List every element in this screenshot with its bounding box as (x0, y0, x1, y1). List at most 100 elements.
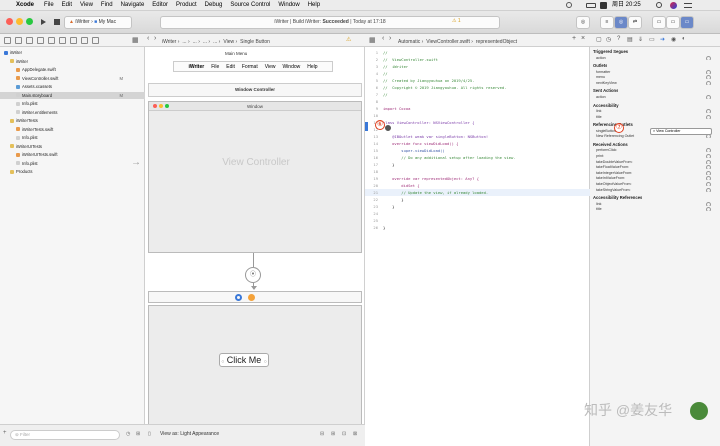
connection-circle-icon[interactable] (706, 182, 711, 186)
code-line[interactable]: 5// Created by Jiangyouhua on 2019/4/25. (365, 77, 590, 84)
connection-circle-icon[interactable] (706, 207, 711, 212)
connection-circle-icon[interactable] (706, 114, 711, 119)
document-outline-icon[interactable]: ▯ (148, 431, 151, 437)
connection-circle-icon[interactable] (706, 69, 711, 74)
toggle-debug-area-button[interactable]: ▭ (666, 16, 680, 29)
canvas-menu-item[interactable]: Window (282, 63, 301, 70)
effects-inspector-icon[interactable]: ◐ (682, 36, 686, 42)
breadcrumb-item[interactable]: ViewController.swift › (426, 39, 473, 45)
connection-circle-icon[interactable] (706, 159, 711, 164)
size-inspector-icon[interactable]: ▭ (649, 37, 655, 43)
standard-editor-button[interactable]: ≡ (600, 16, 614, 29)
run-button[interactable] (41, 19, 46, 25)
menu-item[interactable]: Editor (152, 2, 168, 8)
code-line[interactable]: 8 (365, 98, 590, 105)
code-line[interactable]: 6// Copyright © 2019 Jiangyouhua. All ri… (365, 84, 590, 91)
menu-item[interactable]: Help (307, 2, 321, 8)
canvas-menu-item[interactable]: Format (241, 63, 258, 70)
menu-item[interactable]: View (80, 2, 93, 8)
toggle-navigator-button[interactable]: ▭ (652, 16, 666, 29)
inspector-row[interactable]: takeIntegerValueFrom: (596, 170, 716, 175)
code-line[interactable]: 13 @IBOutlet weak var singleButton: NSBu… (365, 133, 590, 140)
inspector-row[interactable]: takeFloatValueFrom: (596, 165, 716, 170)
code-line[interactable]: 15 super.viewDidLoad() (365, 147, 590, 154)
forward-button[interactable]: › (389, 35, 392, 42)
first-responder-icon[interactable] (248, 294, 255, 301)
inspector-row[interactable]: performClick: (596, 148, 716, 153)
wifi-icon[interactable] (566, 2, 572, 8)
code-line[interactable]: 23 } (365, 203, 590, 210)
code-line[interactable]: 20 didSet { (365, 182, 590, 189)
breadcrumb-item[interactable]: ... › (202, 39, 211, 45)
project-navigator-icon[interactable] (4, 37, 11, 44)
back-button[interactable]: ‹ (147, 35, 150, 42)
connection-circle-icon[interactable] (706, 80, 711, 85)
window-scene[interactable]: Window View Controller (148, 101, 362, 253)
grid-icon[interactable]: ▦ (369, 37, 376, 44)
canvas-menu-item[interactable]: View (264, 63, 276, 70)
connection-circle-icon[interactable] (706, 154, 711, 158)
add-file-icon[interactable]: + (3, 430, 7, 436)
connection-circle-icon[interactable] (706, 55, 711, 60)
inspector-row[interactable]: takeStringValueFrom: (596, 187, 716, 192)
file-tree-item[interactable]: iWriterUITests.swift (0, 151, 145, 158)
file-inspector-icon[interactable]: ▢ (596, 37, 602, 43)
stop-button[interactable] (54, 19, 60, 25)
connections-inspector-icon[interactable]: ➜ (660, 37, 666, 43)
code-line[interactable]: 3// iWriter (365, 63, 590, 70)
code-line[interactable]: 12 (365, 126, 590, 133)
menu-item[interactable]: Find (100, 2, 113, 8)
code-line[interactable]: 24 (365, 210, 590, 217)
code-line[interactable]: 1// (365, 49, 590, 56)
view-controller-icon[interactable] (235, 294, 242, 301)
inspector-row[interactable]: action (596, 94, 716, 99)
file-tree-item[interactable]: iWriterUITests (0, 143, 145, 150)
file-tree-item[interactable]: AppDelegate.swift (0, 66, 145, 73)
connection-target-pill[interactable]: × View Controller (650, 128, 712, 135)
view-controller-view[interactable]: ○ Click Me ○ (148, 305, 362, 433)
source-control-filter-icon[interactable]: ⊞ (136, 431, 141, 437)
update-frames-icon[interactable]: ⊟ (320, 431, 325, 437)
inspector-row[interactable]: link (596, 109, 716, 113)
inspector-row[interactable]: nextKeyView (596, 80, 716, 85)
connection-circle-icon[interactable] (706, 94, 711, 99)
align-icon[interactable]: ⊞ (331, 431, 336, 437)
siri-icon[interactable] (670, 2, 677, 9)
window-controller-scene[interactable]: Window Controller (148, 83, 362, 97)
view-as-appearance[interactable]: View as: Light Appearance (160, 431, 220, 437)
window-minimize-button[interactable] (16, 18, 23, 25)
toggle-inspector-button[interactable]: ▭ (680, 16, 694, 29)
breadcrumb-item[interactable]: representedObject (475, 39, 518, 45)
code-line[interactable]: 17 } (365, 161, 590, 168)
code-line[interactable]: 11class ViewController: NSViewController… (365, 119, 590, 126)
close-editor-icon[interactable]: × (581, 35, 586, 42)
relationship-segue-icon[interactable]: ⦿ (245, 267, 261, 283)
pin-icon[interactable]: ⊡ (342, 431, 347, 437)
canvas-warning-icon[interactable]: ⚠ (346, 37, 352, 43)
breadcrumb-item[interactable]: ... › (192, 39, 200, 45)
input-method-icon[interactable] (600, 2, 607, 9)
recent-files-icon[interactable]: ◷ (126, 431, 131, 437)
menu-item[interactable]: Source Control (230, 2, 271, 8)
inspector-row[interactable]: title (596, 207, 716, 212)
inspector-row[interactable]: action (596, 55, 716, 60)
bindings-inspector-icon[interactable]: ◉ (671, 37, 677, 43)
find-navigator-icon[interactable] (37, 37, 44, 44)
file-tree-item[interactable]: Assets.xcassets (0, 83, 145, 90)
code-line[interactable]: 21 // Update the view, if already loaded… (365, 189, 590, 196)
inspector-row[interactable]: title (596, 114, 716, 119)
canvas-menu-item[interactable]: iWriter (188, 63, 205, 70)
file-tree-item[interactable]: iWriterTests.swift (0, 126, 145, 133)
add-editor-icon[interactable]: + (572, 35, 577, 42)
attributes-inspector-icon[interactable]: ⇓ (638, 37, 644, 43)
menu-item[interactable]: Window (278, 2, 300, 8)
click-me-button[interactable]: ○ Click Me ○ (219, 353, 269, 367)
inspector-row[interactable]: takeDoubleValueFrom: (596, 159, 716, 164)
grid-icon[interactable]: ▦ (132, 37, 139, 44)
outlet-connection-dot[interactable] (385, 125, 391, 131)
canvas-menu-item[interactable]: Edit (226, 63, 235, 70)
menu-item[interactable]: Navigate (120, 2, 145, 8)
